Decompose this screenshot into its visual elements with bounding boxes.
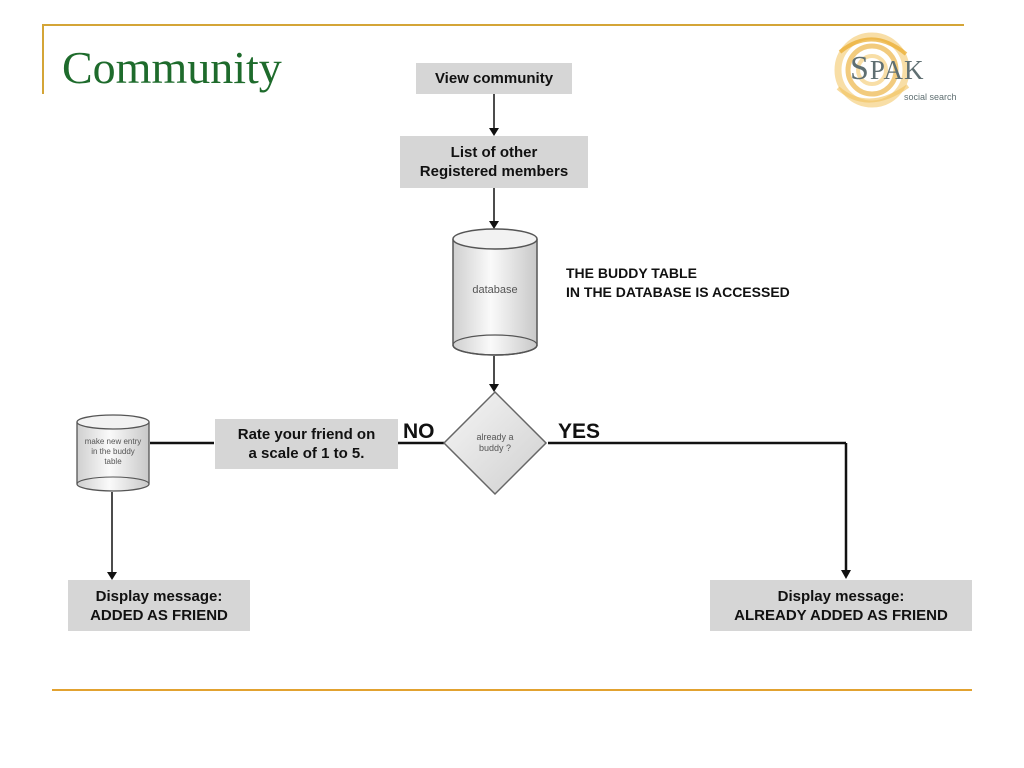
new-entry-line-1: make new entry bbox=[85, 437, 141, 446]
arrowhead-decision bbox=[489, 384, 499, 392]
arrowhead-db bbox=[489, 221, 499, 229]
new-entry-cylinder: make new entry in the buddy table bbox=[76, 414, 150, 492]
left-accent-rule bbox=[42, 24, 44, 94]
added-message-box: Display message: ADDED AS FRIEND bbox=[68, 580, 250, 631]
top-rule bbox=[42, 24, 964, 26]
decision-diamond: already a buddy ? bbox=[442, 390, 548, 496]
rate-friend-box: Rate your friend on a scale of 1 to 5. bbox=[215, 419, 398, 469]
logo-first-letter: S bbox=[850, 50, 870, 87]
decision-line-2: buddy ? bbox=[479, 443, 511, 453]
view-community-box: View community bbox=[416, 63, 572, 94]
already-added-message-box: Display message: ALREADY ADDED AS FRIEND bbox=[710, 580, 972, 631]
logo-rest-letters: PAK bbox=[869, 55, 925, 85]
decision-line-1: already a bbox=[476, 432, 513, 442]
spak-logo-swirl bbox=[834, 32, 910, 108]
arrowhead-list bbox=[489, 128, 499, 136]
database-cylinder: database bbox=[452, 228, 538, 356]
slide-title: Community bbox=[62, 42, 282, 93]
logo-wordmark: SPAK bbox=[850, 50, 924, 88]
arrowhead-already bbox=[841, 570, 851, 579]
list-members-box: List of other Registered members bbox=[400, 136, 588, 188]
no-label: NO bbox=[403, 420, 435, 443]
yes-label: YES bbox=[558, 420, 601, 443]
new-entry-line-2: in the buddy bbox=[91, 447, 135, 456]
logo-tagline: social search bbox=[904, 92, 957, 102]
database-label: database bbox=[472, 284, 517, 296]
arrowhead-added bbox=[107, 572, 117, 580]
new-entry-line-3: table bbox=[104, 457, 122, 466]
database-note: THE BUDDY TABLE IN THE DATABASE IS ACCES… bbox=[566, 265, 790, 300]
bottom-rule bbox=[52, 689, 972, 691]
